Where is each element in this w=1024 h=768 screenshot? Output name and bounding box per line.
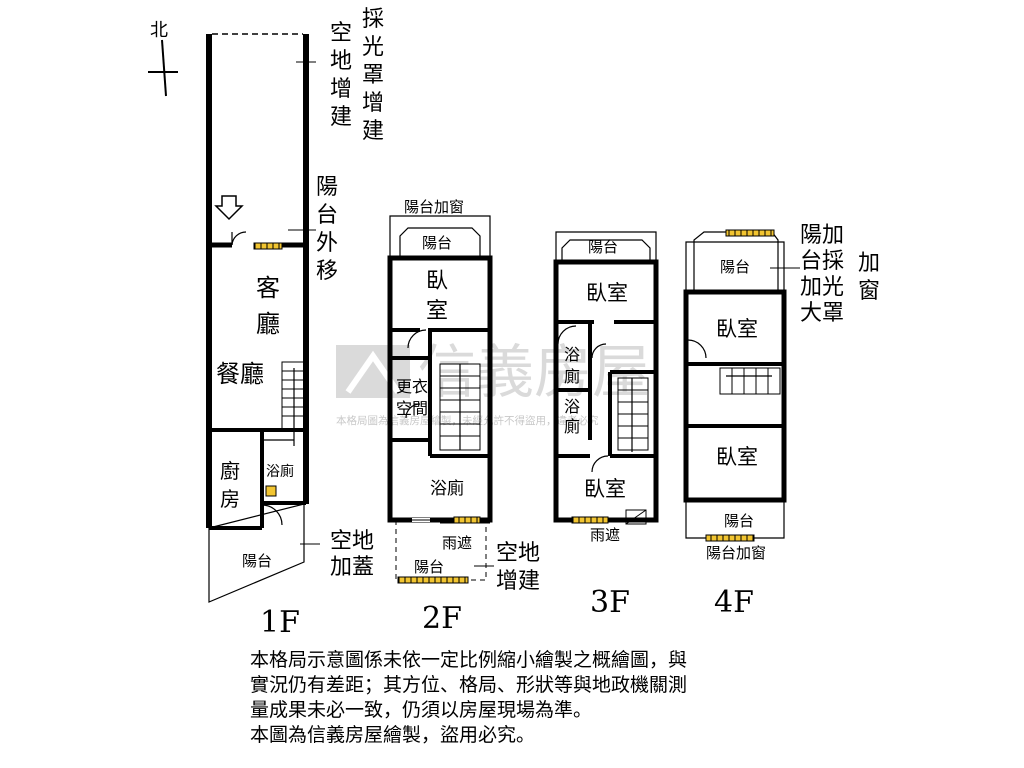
note-vacant-build-1: 空 [330, 21, 352, 46]
room-bedroom-2f-1: 臥 [426, 269, 448, 294]
watermark-subtext: 本格局圖為信義房屋繪製，未經允許不得盜用，違者必究 [336, 414, 599, 427]
room-kitchen-1: 廚 [220, 459, 240, 483]
floor-4f-labels: 陽台 臥室 臥室 陽台 陽台加窗 4F 陽加 台採 加光 大罩 加 窗 [706, 223, 880, 620]
room-canopy-2f: 雨遮 [442, 534, 472, 552]
note-vacant-cover-2: 加蓋 [330, 555, 374, 580]
note-skylight-3: 罩 [362, 63, 384, 88]
disclaimer-line-1: 本格局示意圖係未依一定比例縮小繪製之概繪圖，與 [250, 649, 688, 671]
note-add-col-2: 台採 [800, 249, 844, 274]
disclaimer-line-2: 實況仍有差距；其方位、格局、形狀等與地政機關測 [250, 674, 688, 696]
note-vacant-build-3: 增 [330, 77, 352, 102]
disclaimer-line-4: 本圖為信義房屋繪製，盜用必究。 [250, 724, 536, 746]
room-bedroom-bottom-3f: 臥室 [584, 477, 626, 501]
room-bedroom-top-3f: 臥室 [586, 281, 628, 305]
room-balcony-top-4f: 陽台 [720, 258, 750, 276]
note-vacant-cover-1: 空地 [330, 529, 374, 554]
room-bath2-3f-2: 廁 [564, 417, 580, 436]
room-kitchen-2: 房 [220, 487, 240, 511]
room-balcony-3f: 陽台 [588, 238, 618, 256]
room-balcony-window-4f: 陽台加窗 [706, 544, 766, 562]
north-arrow: 北 [148, 20, 178, 97]
room-balcony-window-2f: 陽台加窗 [404, 198, 464, 216]
note-balcony-moved-2: 台 [316, 203, 338, 228]
room-balcony-bottom-4f: 陽台 [724, 512, 754, 530]
room-bath2-3f-1: 浴 [564, 397, 580, 416]
note-skylight-1: 採 [362, 7, 384, 32]
note-balcony-moved-1: 陽 [316, 175, 338, 200]
note-add-window-1: 加 [858, 251, 880, 276]
disclaimer-line-3: 量成果未必一致，仍須以房屋現場為準。 [250, 699, 593, 721]
note-balcony-moved-3: 外 [316, 231, 338, 256]
note-skylight-5: 建 [362, 119, 384, 144]
floor-2f-labels: 陽台加窗 陽台 臥 室 更衣 空間 浴廁 雨遮 陽台 2F 空地 增建 [396, 198, 540, 636]
room-dining: 餐廳 [216, 360, 264, 388]
floor-label-4f: 4F [714, 585, 754, 620]
room-bath1-3f-2: 廁 [564, 367, 580, 386]
watermark: 信義房屋 本格局圖為信義房屋繪製，未經允許不得盜用，違者必究 [336, 338, 650, 427]
room-living-1: 客 [256, 274, 280, 302]
note-add-col-3: 加光 [800, 275, 844, 300]
room-bath-2f: 浴廁 [430, 478, 464, 499]
note-balcony-moved-4: 移 [316, 259, 338, 284]
floor-2f [387, 215, 493, 584]
note-add-col-1: 陽加 [800, 223, 844, 248]
note-vacant-build-2f-2: 增建 [496, 569, 540, 594]
note-add-col-4: 大罩 [800, 301, 844, 326]
room-bedroom-top-4f: 臥室 [716, 317, 758, 341]
room-closet-2: 空間 [396, 399, 428, 418]
room-bath1-3f-1: 浴 [564, 345, 580, 364]
floor-3f [553, 231, 659, 525]
floor-label-1f: 1F [260, 605, 300, 640]
room-closet-1: 更衣 [396, 377, 428, 396]
floor-label-3f: 3F [590, 585, 630, 620]
note-skylight-4: 增 [362, 91, 384, 116]
north-label: 北 [150, 20, 168, 41]
floor-4f [683, 229, 787, 542]
floor-3f-labels: 陽台 臥室 浴 廁 浴 廁 臥室 雨遮 3F [564, 238, 630, 620]
note-add-window-2: 窗 [858, 279, 880, 304]
room-canopy-3f: 雨遮 [590, 526, 620, 544]
note-vacant-build-2: 地 [330, 49, 352, 74]
floor-1f-labels: 客 廳 餐廳 廚 房 浴廁 陽台 1F 空 地 增 建 採 光 罩 增 建 陽 … [216, 7, 384, 640]
room-bedroom-bottom-4f: 臥室 [716, 445, 758, 469]
room-living-2: 廳 [256, 310, 280, 338]
note-vacant-build-4: 建 [330, 105, 352, 130]
note-vacant-build-2f-1: 空地 [496, 541, 540, 566]
floor-label-2f: 2F [422, 601, 462, 636]
room-balcony-1f: 陽台 [242, 552, 272, 570]
room-balcony-2f: 陽台 [422, 234, 452, 252]
floor-1f [206, 33, 309, 603]
room-bedroom-2f-2: 室 [426, 299, 448, 324]
room-bath-1f: 浴廁 [266, 463, 294, 480]
room-balcony-lower-2f: 陽台 [414, 558, 444, 576]
note-skylight-2: 光 [362, 35, 384, 60]
disclaimer: 本格局示意圖係未依一定比例縮小繪製之概繪圖，與 實況仍有差距；其方位、格局、形狀… [250, 648, 810, 748]
